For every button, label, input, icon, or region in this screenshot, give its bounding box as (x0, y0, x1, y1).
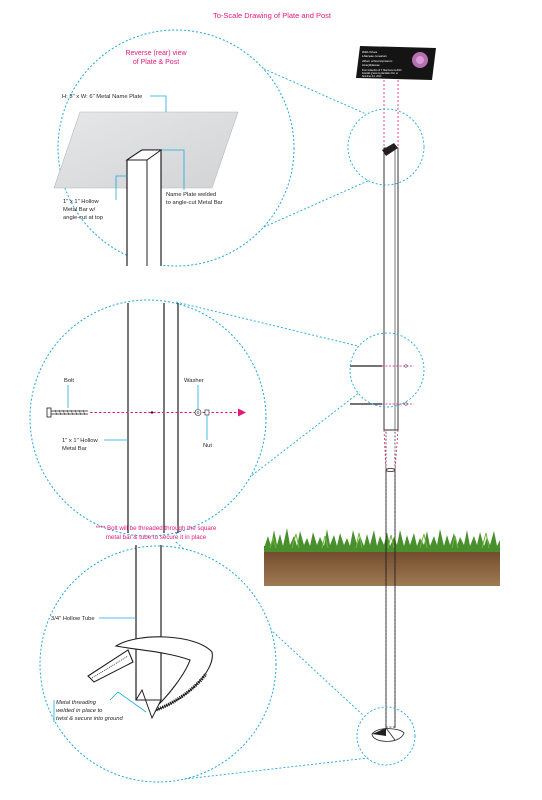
name-plate: Wild chives Liliaceae cerealum Allium sc… (356, 46, 436, 80)
square-metal-bar (382, 143, 399, 431)
tube-label: 3/4" Hollow Tube (51, 616, 95, 622)
plate-line-3: Allium schoenoprasum (361, 59, 393, 63)
full-post-bolts (350, 364, 414, 406)
detail-circle-middle (29, 299, 267, 537)
detail-circle-bottom (39, 545, 277, 783)
plate-line-7: Nombres Inc. 2014 (362, 75, 382, 78)
washer-label: Washer (184, 378, 204, 384)
weld-label-1: Name Plate welded (166, 192, 216, 198)
thread-label-2: welded in place to (56, 708, 103, 714)
reverse-view-heading-1: Reverse (rear) view (125, 50, 187, 57)
washer (194, 409, 202, 416)
plate-weld-top (382, 143, 398, 156)
ground (264, 528, 500, 586)
bolt (46, 407, 88, 418)
nut (204, 409, 210, 416)
callout-circle-middle (349, 332, 425, 408)
weld-label-2: to angle-cut Metal Bar (166, 200, 223, 206)
bolt-label: Bolt (64, 378, 74, 384)
bar-label-top-3: angle-cut at top (63, 215, 103, 221)
plate-line-6: Franklin grows its plantation Oct. et (362, 72, 398, 75)
metal-threading (149, 673, 208, 714)
plate-line-5: From collection of Y. Mazzucco & 2010 (362, 69, 402, 72)
bolt-note-2: metal bar & tube to secure it in place (106, 534, 207, 541)
grass (264, 528, 500, 552)
bar-label-top-2: Metal Bar w/ (63, 207, 96, 213)
bolt-direction-arrow (238, 408, 246, 417)
thread-label-3: twist & secure into ground (56, 716, 123, 722)
nut-label: Nut (203, 443, 212, 449)
bar-label-middle-2: Metal Bar (62, 446, 87, 452)
full-post-auger (371, 727, 405, 742)
plate-size-label: H: 3" x W: 6" Metal Name Plate (62, 94, 142, 100)
callout-circle-bottom (356, 706, 416, 766)
bar-label-middle-1: 1" x 1" Hollow (62, 438, 99, 444)
detail-middle: Bolt Washer Nut 1" x 1" Hollow Metal Bar (29, 299, 267, 537)
detail-bottom: 3/4" Hollow Tube Metal threading welded … (39, 545, 277, 783)
detail-bar-top (126, 149, 162, 266)
plate-line-2: Liliaceae cerealum (362, 54, 388, 58)
plate-guide-lines (383, 80, 399, 148)
soil (264, 546, 500, 586)
bolt-note-1: **** Bolt will be threaded through the s… (96, 525, 217, 532)
diagram-title: To-Scale Drawing of Plate and Post (213, 11, 332, 20)
thread-label-1: Metal threading (56, 700, 97, 706)
callout-circle-top (347, 108, 425, 186)
plate-line-4: Amaryllidaceae (362, 63, 380, 67)
tube-guide-lines (383, 429, 399, 471)
detail-top: Reverse (rear) view of Plate & Post H: 3… (53, 29, 295, 267)
reverse-view-heading-2: of Plate & Post (133, 59, 179, 66)
bar-label-top-1: 1" x 1" Hollow (63, 199, 100, 205)
plate-line-1: Wild chives (362, 50, 378, 54)
grass-highlights (269, 532, 490, 549)
